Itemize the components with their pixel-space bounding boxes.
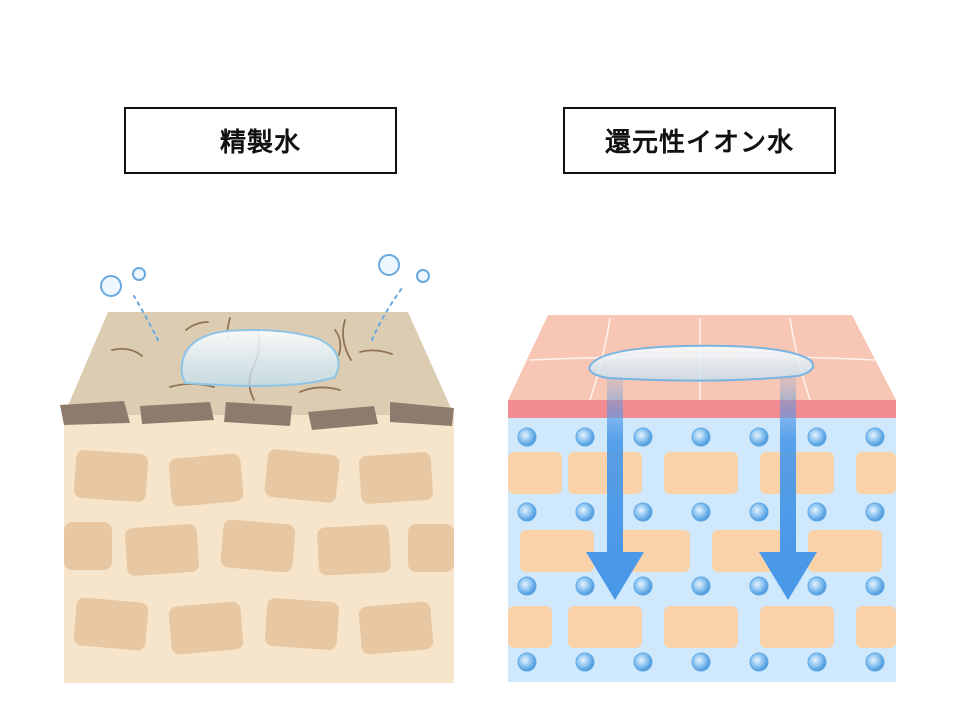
water-molecule-dot	[865, 502, 885, 522]
water-molecule-dot	[575, 427, 595, 447]
water-molecule-dot	[807, 427, 827, 447]
water-molecule-dot	[691, 652, 711, 672]
water-molecule-dot	[575, 652, 595, 672]
water-molecule-dot	[517, 652, 537, 672]
water-molecule-dot	[691, 576, 711, 596]
water-molecule-dot	[749, 502, 769, 522]
penetration-arrow-icon	[759, 378, 817, 600]
water-molecule-dot	[691, 502, 711, 522]
water-molecule-dot	[749, 427, 769, 447]
dry-skin-cross-section-icon	[60, 254, 454, 683]
water-molecule-dot	[749, 652, 769, 672]
water-molecule-dot	[807, 502, 827, 522]
water-molecule-dot	[575, 502, 595, 522]
water-molecule-dot	[807, 652, 827, 672]
penetration-arrow-icon	[586, 378, 644, 600]
water-molecule-dot	[517, 427, 537, 447]
water-molecule-dot	[749, 576, 769, 596]
water-molecule-dot	[865, 427, 885, 447]
water-molecule-dot	[633, 427, 653, 447]
water-molecule-dot	[691, 427, 711, 447]
water-molecule-dot	[633, 652, 653, 672]
water-molecule-dot	[517, 576, 537, 596]
water-molecule-dot	[575, 576, 595, 596]
water-molecule-dot	[633, 576, 653, 596]
water-molecule-dot	[633, 502, 653, 522]
water-molecule-dot	[865, 576, 885, 596]
label-reduced-ion-water: 還元性イオン水	[563, 107, 836, 174]
hydrated-skin-cross-section-icon	[508, 315, 896, 682]
water-molecule-dot	[517, 502, 537, 522]
water-molecule-dot	[807, 576, 827, 596]
label-purified-water: 精製水	[124, 107, 397, 174]
water-molecule-dot	[865, 652, 885, 672]
